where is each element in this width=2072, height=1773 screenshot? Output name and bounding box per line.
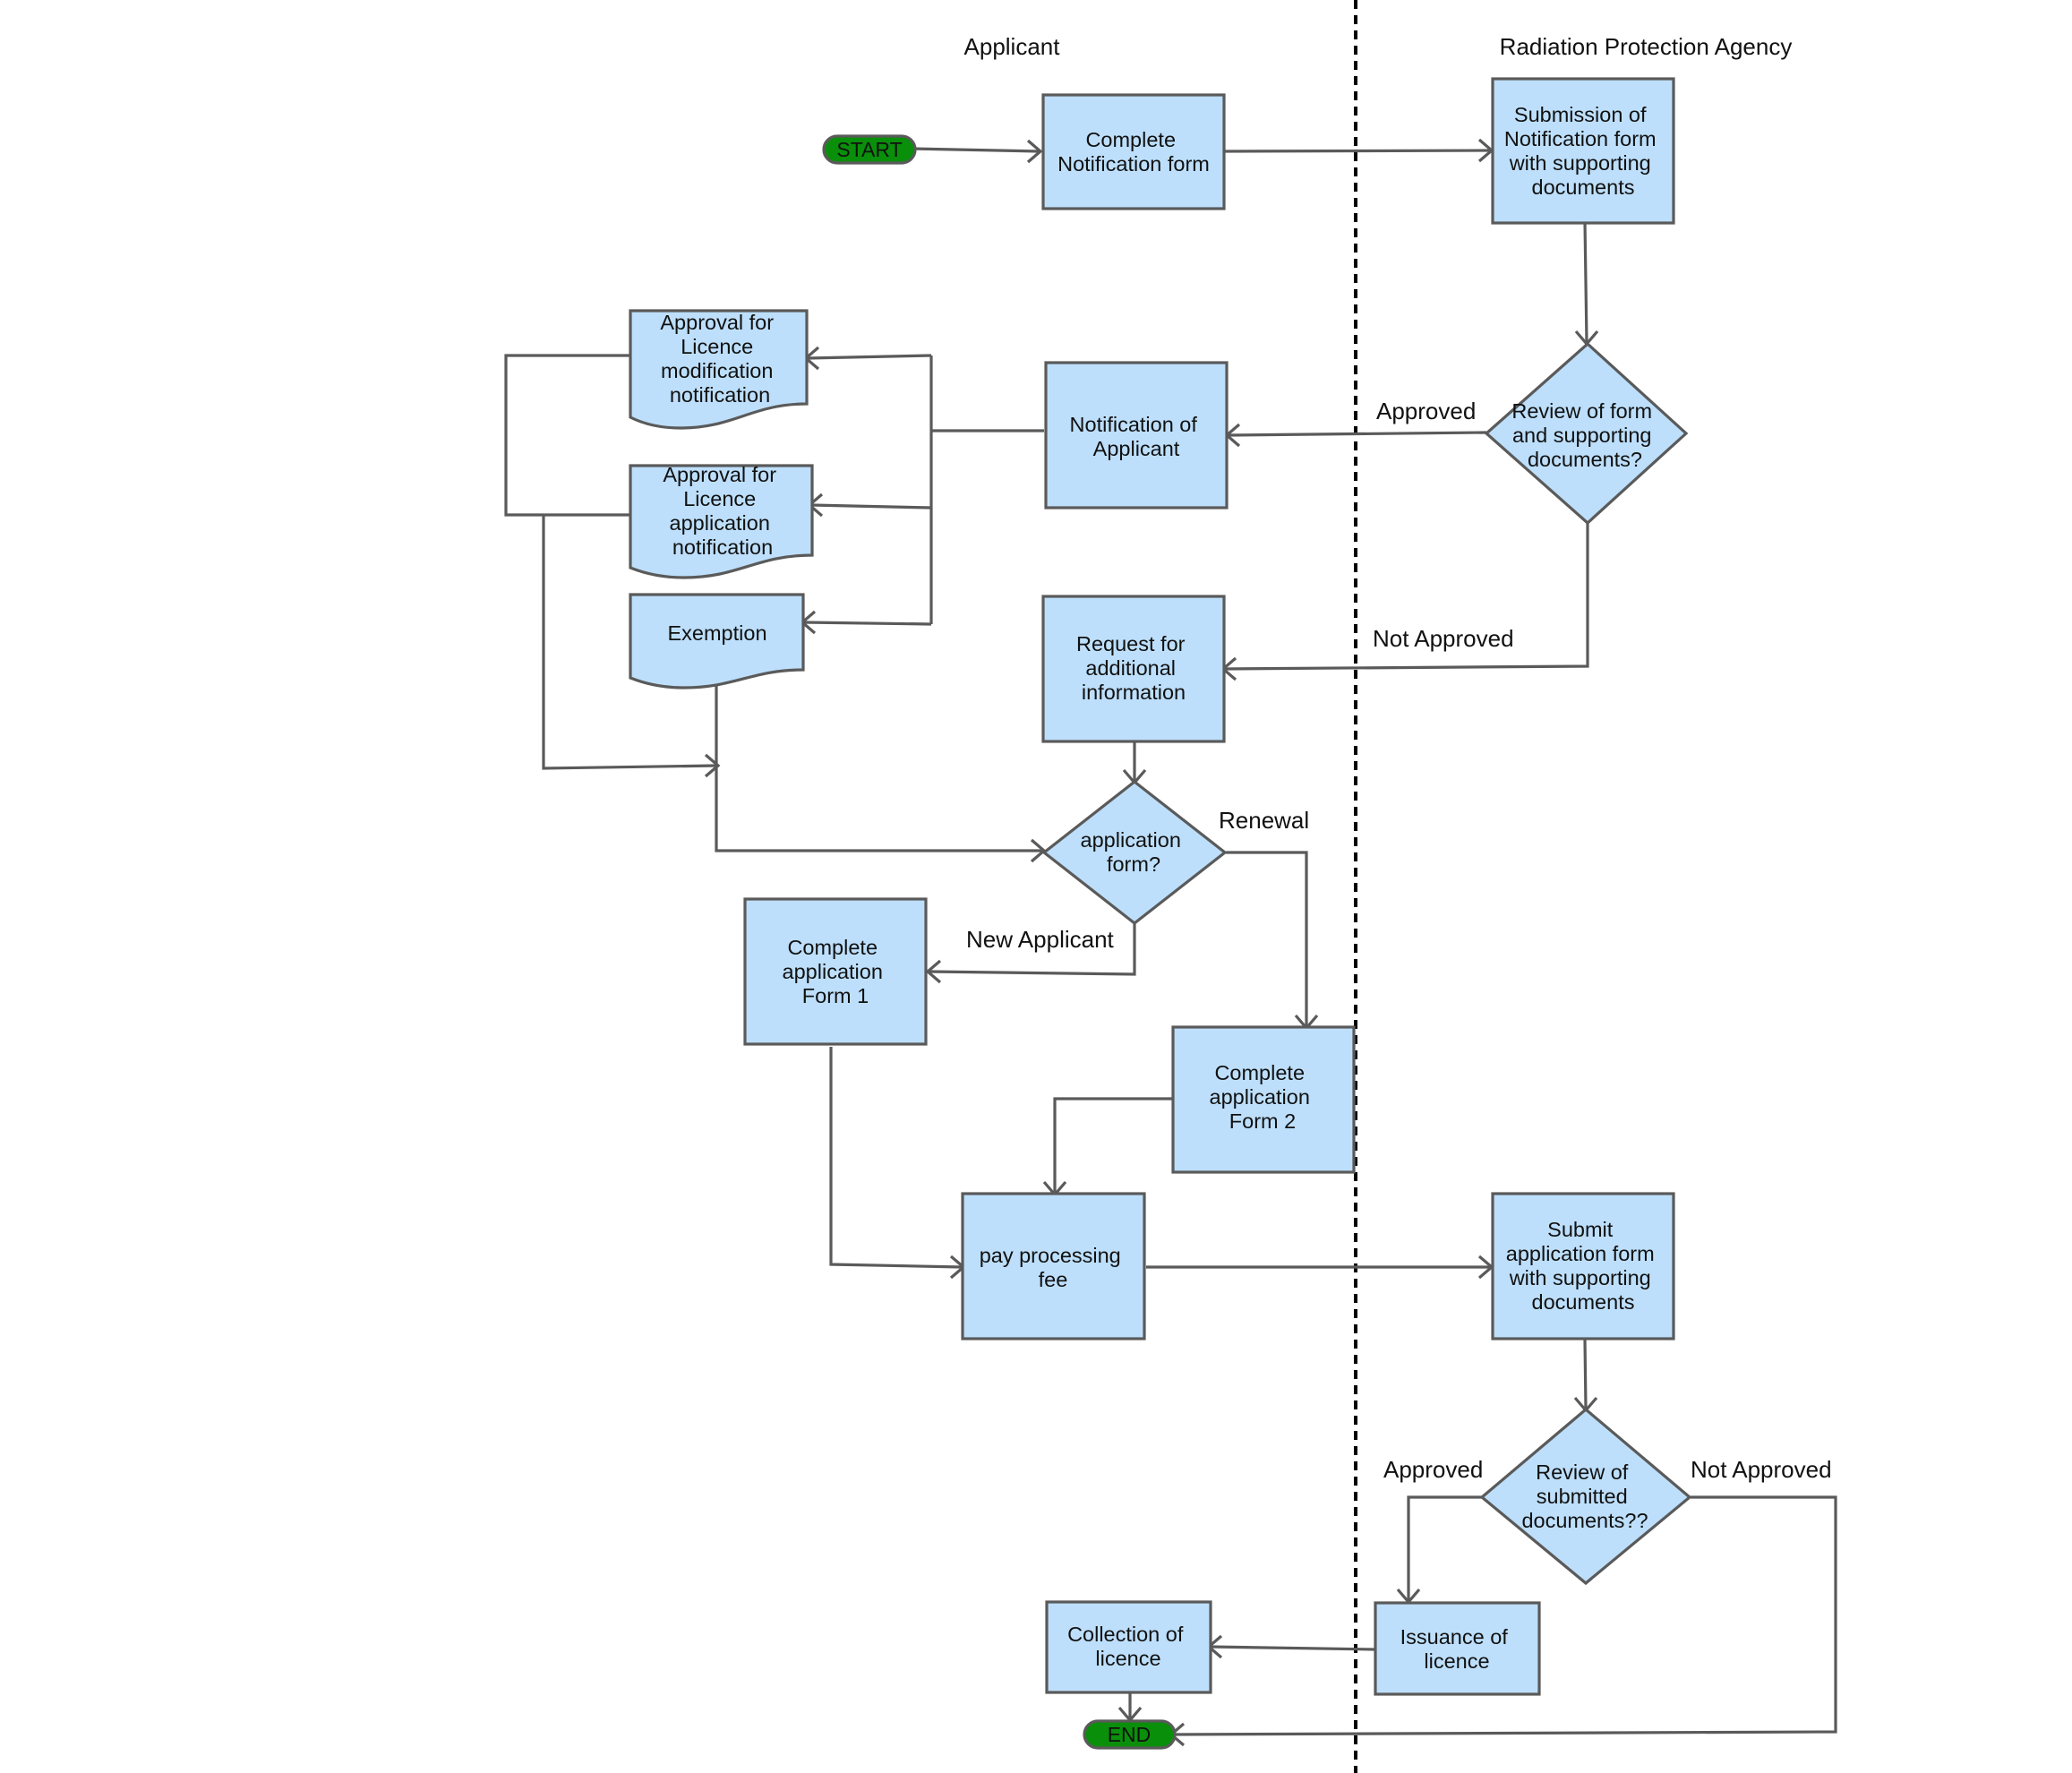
lane-title-applicant: Applicant [964, 33, 1061, 60]
node-label: Complete Notification form [1057, 128, 1210, 176]
document-exemption: Exemption [629, 593, 805, 690]
edge-approval-loop-down [542, 515, 717, 770]
process-complete-form-2: Complete application Form 2 [1171, 1025, 1356, 1174]
process-submission-notification-form: Submission of Notification form with sup… [1491, 77, 1675, 225]
edge-bus-to-approval-application [810, 503, 932, 510]
edge-bus-to-approval-modification [807, 354, 932, 360]
edge-label-new-applicant: New Applicant [966, 926, 1115, 953]
edge-submission-to-review [1583, 221, 1588, 343]
node-label: Complete application Form 1 [783, 936, 889, 1007]
node-label: Issuance of licence [1400, 1625, 1514, 1673]
edge-decision-renewal [1226, 851, 1308, 1026]
decision-application-form: application form? [1041, 779, 1228, 926]
node-label: Notification of Applicant [1070, 413, 1203, 460]
edge-bus-to-exemption [803, 621, 932, 626]
arrowhead [1026, 139, 1043, 164]
node-label: Collection of licence [1067, 1623, 1189, 1670]
process-notification-of-applicant: Notification of Applicant [1044, 361, 1229, 510]
decision-review-submitted: Review of submitted documents?? [1479, 1407, 1692, 1586]
arrowhead [704, 753, 721, 778]
edge-review2-not-approved [1172, 1495, 1837, 1736]
edge-review-approved [1228, 431, 1487, 437]
edge-form1-to-pay [829, 1047, 963, 1269]
node-label: Approval for Licence application notific… [663, 463, 782, 559]
edge-label-renewal: Renewal [1219, 807, 1309, 834]
process-request-additional-info: Request for additional information [1041, 595, 1226, 743]
node-label: Exemption [667, 621, 766, 645]
start-label: START [836, 138, 902, 161]
end-terminal: END [1083, 1719, 1177, 1750]
edge-exemption-to-decision [715, 679, 1042, 852]
process-submit-application-form: Submit application form with supporting … [1491, 1192, 1675, 1340]
node-label: Review of submitted documents?? [1521, 1460, 1648, 1532]
document-approval-modification: Approval for Licence modification notifi… [629, 309, 809, 430]
node-label: Review of form and supporting documents? [1511, 399, 1657, 471]
edge-label-not-approved: Not Approved [1691, 1456, 1832, 1483]
process-issuance-of-licence: Issuance of licence [1374, 1601, 1541, 1696]
process-complete-notification-form: Complete Notification form [1041, 93, 1226, 210]
process-collection-of-licence: Collection of licence [1045, 1600, 1212, 1694]
edge-submit-to-review [1583, 1339, 1588, 1409]
arrowhead [925, 959, 942, 984]
process-complete-form-1: Complete application Form 1 [743, 897, 928, 1046]
edge-start-to-complete-notification [911, 147, 1040, 153]
node-label: pay processing fee [980, 1244, 1127, 1291]
process-pay-processing-fee: pay processing fee [961, 1192, 1146, 1340]
start-terminal: START [822, 134, 917, 165]
edge-review2-approved [1407, 1495, 1482, 1600]
lane-title-agency: Radiation Protection Agency [1500, 33, 1793, 60]
edge-issuance-to-collection [1210, 1645, 1376, 1651]
end-label: END [1108, 1723, 1152, 1746]
decision-review-form: Review of form and supporting documents? [1484, 341, 1689, 526]
edges [504, 138, 1837, 1747]
node-label: Approval for Licence modification notifi… [660, 311, 779, 407]
edge-form2-to-pay [1053, 1097, 1173, 1193]
edge-approval-modification-loop [504, 354, 630, 517]
node-label: Request for additional information [1076, 632, 1191, 704]
document-approval-application: Approval for Licence application notific… [629, 463, 814, 579]
node-label: application form? [1081, 828, 1187, 876]
edge-decision-new-applicant [929, 924, 1136, 976]
node-label: Complete application Form 2 [1210, 1061, 1316, 1133]
edge-complete-to-submission [1220, 149, 1491, 153]
edge-label-approved: Approved [1383, 1456, 1483, 1483]
edge-review-not-approved [1224, 523, 1589, 671]
edge-label-not-approved: Not Approved [1373, 625, 1514, 652]
edge-label-approved: Approved [1376, 398, 1476, 424]
node-label: Submission of Notification form with sup… [1504, 103, 1662, 199]
node-label: Submit application form with supporting … [1506, 1218, 1660, 1314]
